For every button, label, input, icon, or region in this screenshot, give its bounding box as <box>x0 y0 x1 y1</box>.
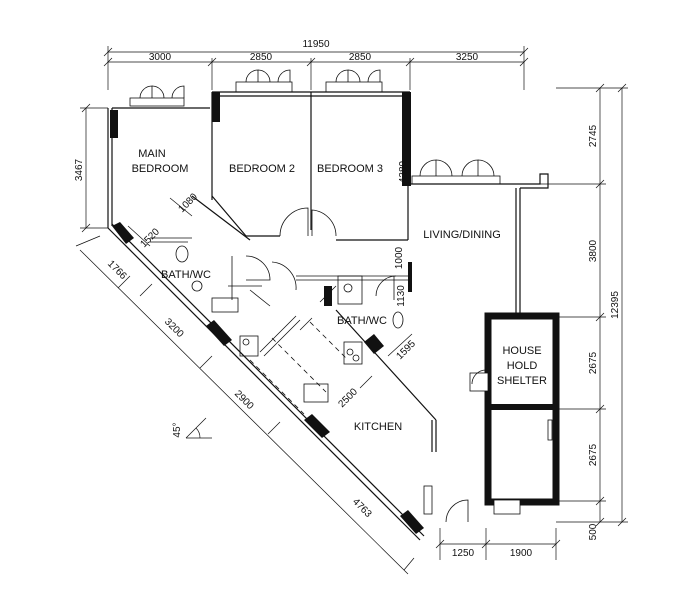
dim-left-height: 3467 <box>74 158 85 181</box>
internal-doors <box>150 207 487 523</box>
room-living-dining: LIVING/DINING <box>423 229 501 241</box>
dim-diag-4763: 4763 <box>350 496 374 520</box>
dim-top-seg-2: 2850 <box>250 52 273 63</box>
room-bath-wc-2: BATH/WC <box>337 315 387 327</box>
left-dimension-line <box>80 103 108 233</box>
room-bath-wc-1: BATH/WC <box>161 269 211 281</box>
dim-top-seg-3: 2850 <box>349 52 372 63</box>
top-dimension-lines <box>103 46 529 90</box>
dim-diag-3200: 3200 <box>162 316 186 340</box>
dim-diag-1595: 1595 <box>394 338 418 362</box>
dim-right-1: 2745 <box>588 124 599 147</box>
dim-right-4: 2675 <box>588 443 599 466</box>
right-dimension-lines <box>540 83 628 527</box>
room-bedroom-2: BEDROOM 2 <box>229 163 295 175</box>
toilet-icon <box>392 311 404 329</box>
dim-bottom-1900: 1900 <box>510 548 533 559</box>
angle-label: 45° <box>172 422 183 437</box>
dim-diag-2500: 2500 <box>336 386 360 410</box>
dim-right-3: 2675 <box>588 351 599 374</box>
sink-icon <box>352 354 360 362</box>
angle-marker <box>185 417 212 439</box>
room-household-shelter-line1: HOUSE <box>502 345 541 357</box>
dim-top-seg-1: 3000 <box>149 52 172 63</box>
basin-icon <box>191 280 203 292</box>
dim-diag-2900: 2900 <box>232 388 256 412</box>
sink-icon <box>346 348 354 356</box>
dim-corridor: 1000 <box>394 246 405 269</box>
dim-right-2: 3800 <box>588 239 599 262</box>
dim-bedroom3-depth: 4380 <box>398 160 409 183</box>
room-household-shelter-line3: SHELTER <box>497 375 547 387</box>
room-kitchen: KITCHEN <box>354 421 402 433</box>
dim-diag-1080: 1080 <box>176 191 200 215</box>
diagonal-dimension-lines <box>75 197 415 575</box>
sink-icon <box>242 338 250 346</box>
basin-icon <box>343 283 353 293</box>
dim-top-total: 11950 <box>302 39 330 50</box>
toilet-icon <box>175 245 189 263</box>
room-main-bedroom-line1: MAIN <box>138 148 166 160</box>
dim-right-total: 12395 <box>610 291 621 319</box>
kitchen-counters <box>249 321 349 415</box>
dim-right-5: 500 <box>588 523 599 540</box>
dim-top-seg-4: 3250 <box>456 52 479 63</box>
exterior-walls <box>107 91 549 541</box>
windows <box>129 69 501 185</box>
room-bedroom-3: BEDROOM 3 <box>317 163 383 175</box>
room-main-bedroom-line2: BEDROOM <box>132 163 189 175</box>
structural-columns <box>110 92 424 534</box>
room-household-shelter-line2: HOLD <box>507 360 538 372</box>
bottom-dimension-lines <box>435 528 561 560</box>
dim-bottom-1250: 1250 <box>452 548 475 559</box>
household-shelter-walls <box>469 312 560 515</box>
dim-bath-1130: 1130 <box>396 285 407 307</box>
sanitary-fixtures <box>175 245 404 362</box>
